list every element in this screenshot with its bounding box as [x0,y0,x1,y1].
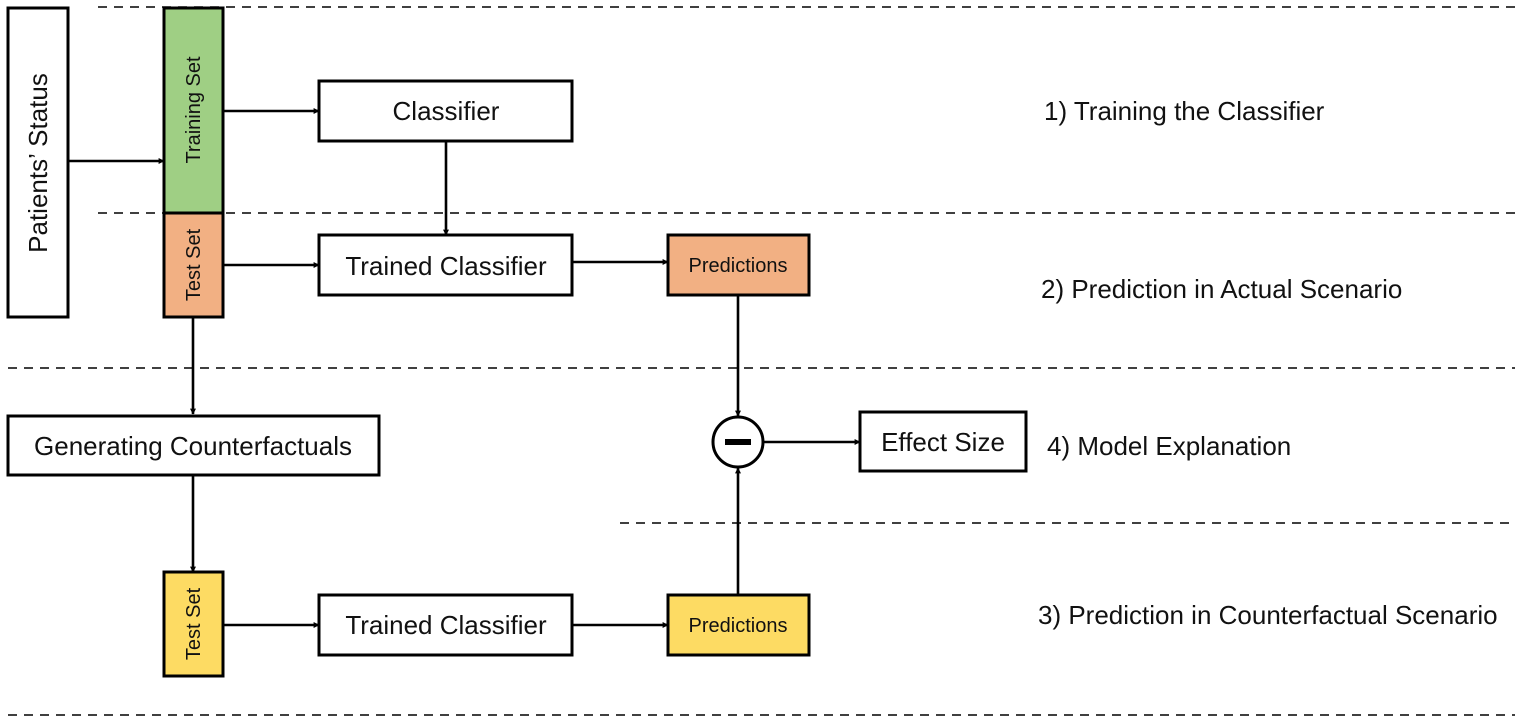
predictions-counterfactual-fill [666,593,811,657]
trained-classifier-actual-label: Trained Classifier [345,251,547,281]
trained-classifier-counterfactual-box: Trained Classifier [317,593,574,657]
stage-4-label: 4) Model Explanation [1047,431,1291,461]
predictions-counterfactual-box: Predictions [666,593,811,657]
classifier-label: Classifier [393,96,500,126]
classifier-box: Classifier [317,79,574,143]
stage-3-label: 3) Prediction in Counterfactual Scenario [1038,600,1498,630]
training-set-box: Training Set [162,6,225,215]
trained-classifier-counterfactual-label: Trained Classifier [345,610,547,640]
patients-status-label: Patients’ Status [23,73,53,253]
trained-classifier-actual-box: Trained Classifier [317,233,574,297]
predictions-actual-fill [666,233,811,297]
predictions-counterfactual-label: Predictions [689,615,788,637]
generating-counterfactuals-box: Generating Counterfactuals [6,414,381,477]
training-set-label: Training Set [183,56,205,164]
test-set-counterfactual-box: Test Set [162,570,225,678]
test-set-actual-box: Test Set [162,211,225,319]
test-set-counterfactual-label: Test Set [183,587,205,660]
generating-counterfactuals-label: Generating Counterfactuals [34,431,352,461]
minus-circle-icon [711,415,765,469]
stage-2-label: 2) Prediction in Actual Scenario [1041,274,1402,304]
predictions-actual-box: Predictions [666,233,811,297]
effect-size-box: Effect Size [858,410,1028,473]
predictions-actual-label: Predictions [689,255,788,277]
test-set-counterfactual-fill [162,570,225,678]
effect-size-label: Effect Size [881,427,1005,457]
test-set-actual-label: Test Set [183,228,205,301]
test-set-actual-fill [162,211,225,319]
stage-1-label: 1) Training the Classifier [1044,96,1325,126]
patients-status-box: Patients’ Status [6,6,70,319]
